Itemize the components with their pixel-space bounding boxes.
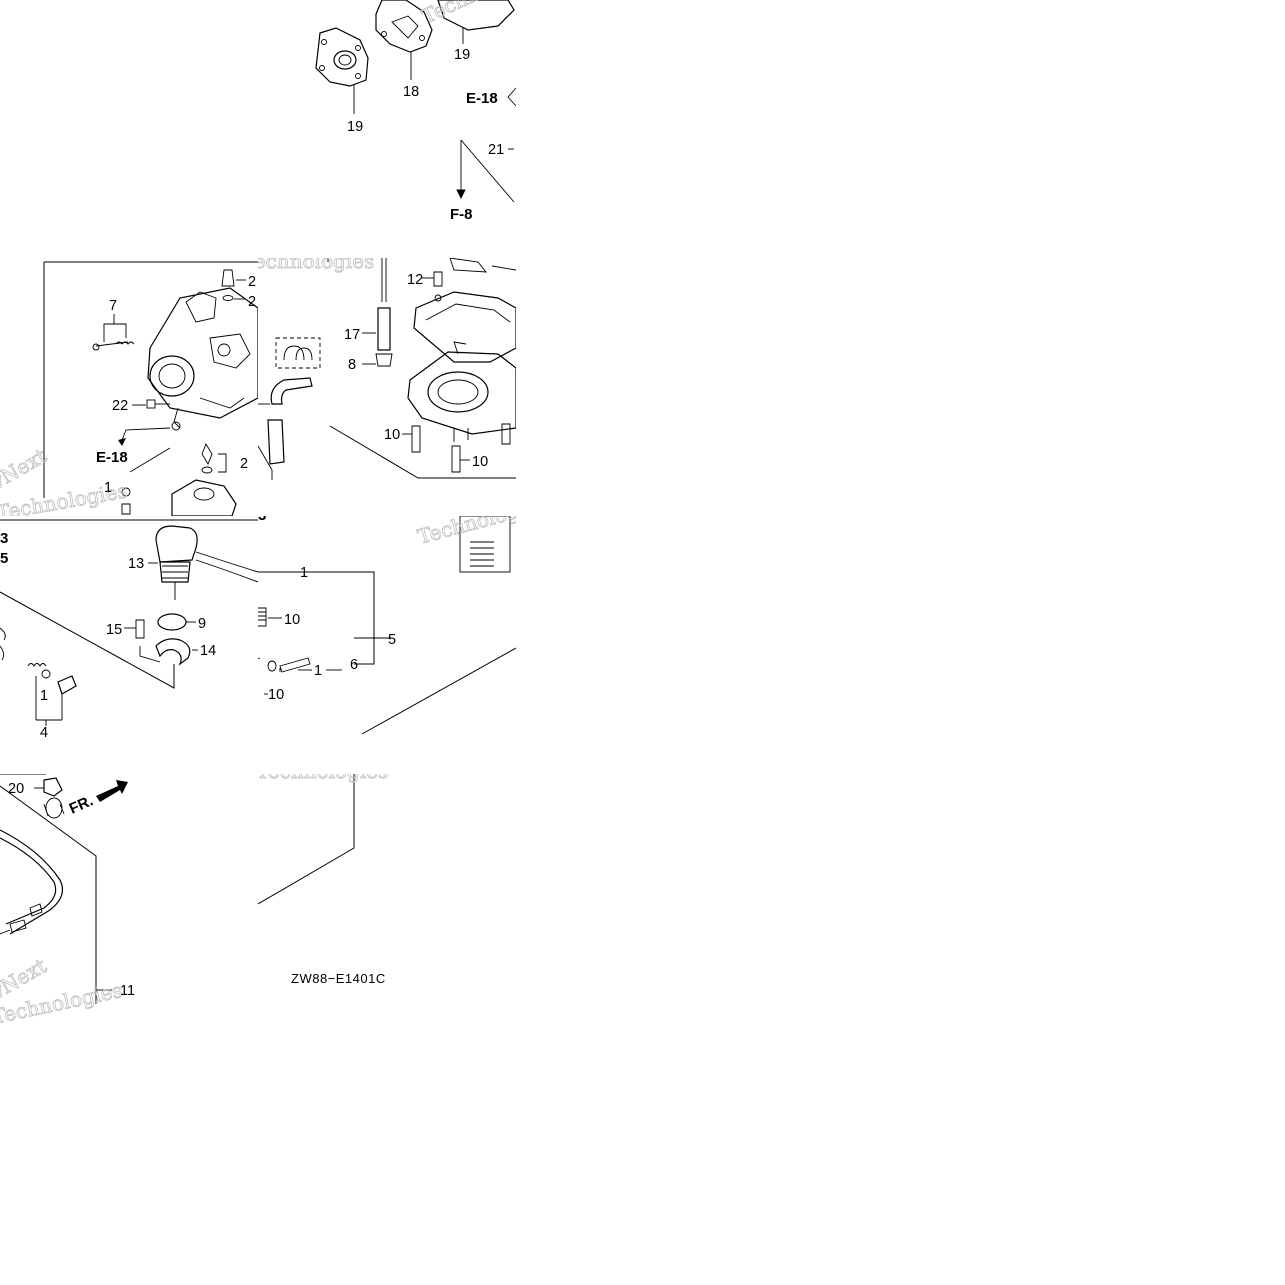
bolts-10 — [402, 423, 511, 473]
screw-7 — [92, 314, 135, 351]
oring-9 — [157, 613, 196, 631]
watermark-text: Technologies — [258, 258, 374, 273]
float-parts — [121, 442, 237, 516]
label-19: 19 — [347, 119, 363, 135]
front-label: FR. — [67, 792, 96, 817]
flange-19-left — [315, 27, 369, 114]
hose — [258, 377, 313, 480]
label-1d: 1 — [300, 565, 308, 581]
clip-14 — [139, 638, 198, 666]
flange-18 — [375, 0, 433, 80]
wire-harness — [0, 829, 63, 935]
label-5-edge: 5 — [0, 550, 8, 567]
tile-carburetor: vNext vNext Technologies 7 22 E-18 2 2 2… — [0, 258, 258, 516]
label-7: 7 — [109, 298, 117, 314]
label-13: 13 — [128, 556, 144, 572]
ref-e18-carb: E-18 — [96, 449, 128, 466]
label-2a: 2 — [248, 274, 256, 290]
label-9: 9 — [198, 616, 206, 632]
label-10b: 10 — [472, 454, 488, 470]
label-5: 5 — [388, 632, 396, 648]
rod-17 — [362, 258, 393, 367]
bolt-12 — [422, 258, 516, 287]
gasket — [413, 291, 516, 363]
bolt-15 — [124, 619, 145, 639]
label-3: 3 — [38, 774, 46, 776]
ref-f8-lines — [456, 139, 515, 203]
label-22: 22 — [112, 398, 128, 414]
throttle-body — [407, 341, 516, 442]
label-4: 4 — [40, 725, 48, 741]
label-14: 14 — [200, 643, 216, 659]
diagram-code: ZW88−E1401C — [291, 971, 386, 986]
label-10a: 10 — [384, 427, 400, 443]
label-1c: 1 — [40, 688, 48, 704]
tile-harness: vNext Technologies 3 20 FR. 11 — [0, 774, 258, 1028]
tile-code: Technologies ZW88−E1401C — [258, 774, 516, 1028]
carburetor-body — [147, 287, 258, 431]
label-3-edge: 3 — [0, 530, 8, 547]
spring-part — [459, 516, 511, 573]
label-2c: 2 — [240, 456, 248, 472]
screw-22 — [132, 399, 170, 409]
ref-f8: F-8 — [450, 206, 473, 223]
label-15: 15 — [106, 622, 122, 638]
label-1e: 1 — [314, 663, 322, 679]
tile-flanges: Technologies 19 18 19 E-18 F-8 21 — [258, 0, 516, 258]
watermark-text: vNext — [0, 444, 50, 495]
label-12: 12 — [407, 272, 423, 288]
arrow-e18 — [118, 427, 171, 473]
tile-jets: Technologies 1 10 5 6 1 10 3 — [258, 516, 516, 774]
label-17: 17 — [344, 327, 360, 343]
label-3-top: 3 — [258, 516, 266, 524]
label-10d: 10 — [268, 687, 284, 703]
label-10c: 10 — [284, 612, 300, 628]
label-8: 8 — [348, 357, 356, 373]
screw-assy-4 — [0, 627, 77, 726]
flange-19-right — [437, 0, 515, 44]
label-2b: 2 — [248, 294, 256, 310]
clamp — [275, 337, 321, 369]
jet-10 — [258, 607, 282, 695]
label-19b: 19 — [454, 47, 470, 63]
screw-6 — [267, 657, 342, 673]
ref-e18-top — [507, 87, 516, 107]
label-11: 11 — [120, 983, 135, 999]
watermark-text: Technologies — [258, 774, 388, 783]
watermark-text: Technologies — [415, 516, 516, 549]
label-18: 18 — [403, 84, 419, 100]
label-20: 20 — [8, 781, 24, 797]
needle-2 — [221, 269, 246, 301]
watermark-text: Technologies — [418, 0, 516, 29]
front-arrow — [96, 780, 128, 802]
ref-e18: E-18 — [466, 90, 498, 107]
tile-manifold: Technologies 12 17 8 10 10 — [258, 258, 516, 516]
label-1: 1 — [104, 480, 112, 496]
label-6: 6 — [350, 657, 358, 673]
rubber-grommet-20 — [34, 777, 65, 819]
label-21: 21 — [488, 142, 504, 158]
tile-choke: 13 9 14 15 1 4 3 5 — [0, 516, 258, 774]
solenoid-13 — [148, 525, 258, 600]
